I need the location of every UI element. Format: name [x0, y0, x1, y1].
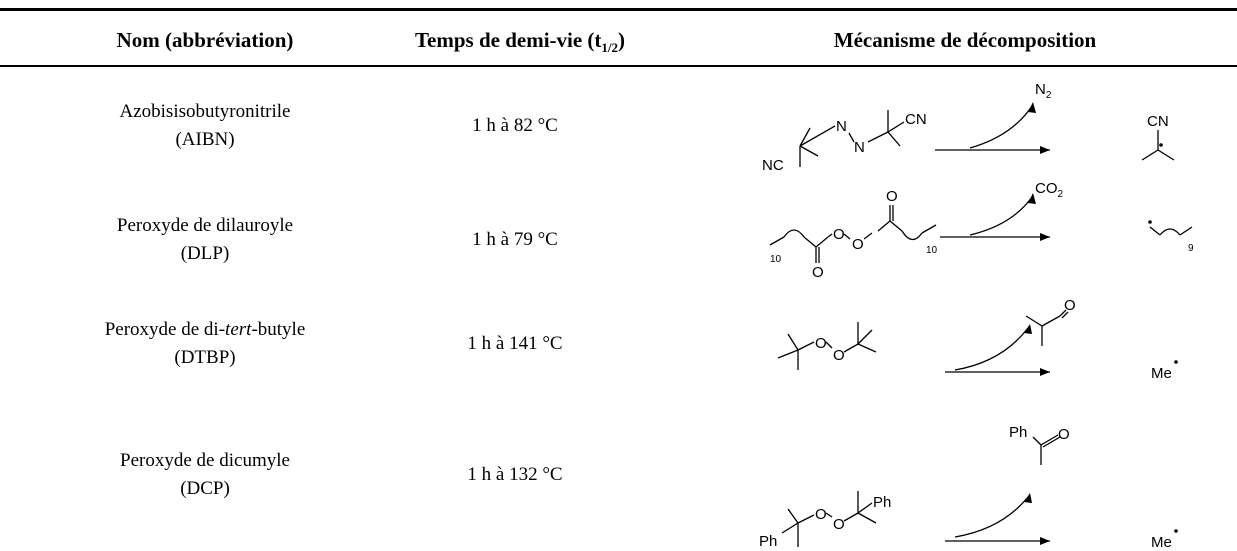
dlp-o-bottom: O	[812, 264, 824, 281]
dcp-ph-right: Ph	[873, 494, 891, 511]
row-dlp-name: Peroxyde de dilauroyle (DLP)	[40, 212, 370, 268]
row-dtbp-tert: tert	[225, 319, 252, 340]
header-mechanism: Mécanisme de décomposition	[833, 28, 1097, 52]
row-dtbp-abbr: (DTBP)	[174, 347, 236, 368]
row-aibn-abbr: (AIBN)	[175, 129, 235, 150]
dlp-product-n: 9	[1188, 243, 1194, 254]
row-aibn-name: Azobisisobutyronitrile (AIBN)	[40, 98, 370, 154]
row-dlp-mechanism: 10 O O O O 10 CO2 9	[740, 180, 1237, 290]
row-dlp-fullname: Peroxyde de dilauroyle	[116, 215, 294, 236]
row-aibn-half-life: 1 h à 82 °C	[472, 115, 558, 136]
table-header-rule	[0, 65, 1237, 67]
dcp-acetophenone-ph: Ph	[1009, 424, 1027, 441]
dcp-o1: O	[815, 506, 827, 523]
dlp-n-left: 10	[770, 254, 782, 265]
row-dtbp-fullname: Peroxyde de di-tert-butyle	[104, 319, 306, 340]
dcp-product-me: Me	[1151, 534, 1172, 551]
dlp-o1: O	[833, 226, 845, 243]
dlp-co2-byproduct: CO2	[1035, 180, 1064, 200]
header-half-life-close: )	[618, 28, 626, 52]
dcp-ph-left: Ph	[759, 533, 777, 550]
dcp-structure: Ph O O Ph Ph O Me	[759, 424, 1178, 551]
header-half-life-sub: 1/2	[601, 40, 619, 56]
row-dcp-abbr: (DCP)	[180, 478, 230, 499]
header-half-life-text: Temps de demi-vie (t	[414, 28, 602, 52]
dcp-acetophenone-o: O	[1058, 426, 1070, 443]
dlp-o2: O	[852, 236, 864, 253]
row-dcp-half-life: 1 h à 132 °C	[467, 464, 563, 485]
table-top-rule	[0, 8, 1237, 11]
dtbp-o2: O	[833, 347, 845, 364]
header-name: Nom (abbréviation)	[116, 28, 294, 52]
aibn-structure: NC N N CN N2 CN	[762, 81, 1175, 174]
dlp-structure: 10 O O O O 10 CO2 9	[769, 180, 1194, 281]
header-half-life: Temps de demi-vie (t1/2)	[360, 20, 680, 60]
dtbp-structure: O O O Me	[777, 297, 1178, 382]
row-dlp-half-life: 1 h à 79 °C	[472, 229, 558, 250]
row-dtbp-mechanism: O O O Me	[740, 290, 1237, 405]
row-dtbp-name: Peroxyde de di-tert-butyle (DTBP)	[40, 316, 370, 372]
dtbp-o1: O	[815, 335, 827, 352]
aibn-n1: N	[836, 118, 847, 135]
row-dtbp-half-life: 1 h à 141 °C	[467, 333, 563, 354]
dlp-o-top: O	[886, 188, 898, 205]
aibn-n2: N	[854, 139, 865, 156]
row-aibn-fullname: Azobisisobutyronitrile	[119, 101, 291, 122]
row-dcp-mechanism: Ph O O Ph Ph O Me	[740, 405, 1237, 551]
aibn-cn-right: CN	[905, 111, 927, 128]
row-dcp-name: Peroxyde de dicumyle (DCP)	[40, 447, 370, 503]
row-aibn-mechanism: NC N N CN N2 CN	[740, 70, 1237, 185]
aibn-product-cn: CN	[1147, 113, 1169, 130]
dcp-o2: O	[833, 516, 845, 533]
aibn-n2-byproduct: N2	[1035, 81, 1052, 101]
aibn-cn-left: NC	[762, 157, 784, 174]
row-dlp-abbr: (DLP)	[180, 243, 230, 264]
row-dcp-fullname: Peroxyde de dicumyle	[120, 450, 290, 471]
dtbp-acetone-o: O	[1064, 297, 1076, 314]
dtbp-product-me: Me	[1151, 365, 1172, 382]
dlp-n-right: 10	[926, 245, 938, 256]
